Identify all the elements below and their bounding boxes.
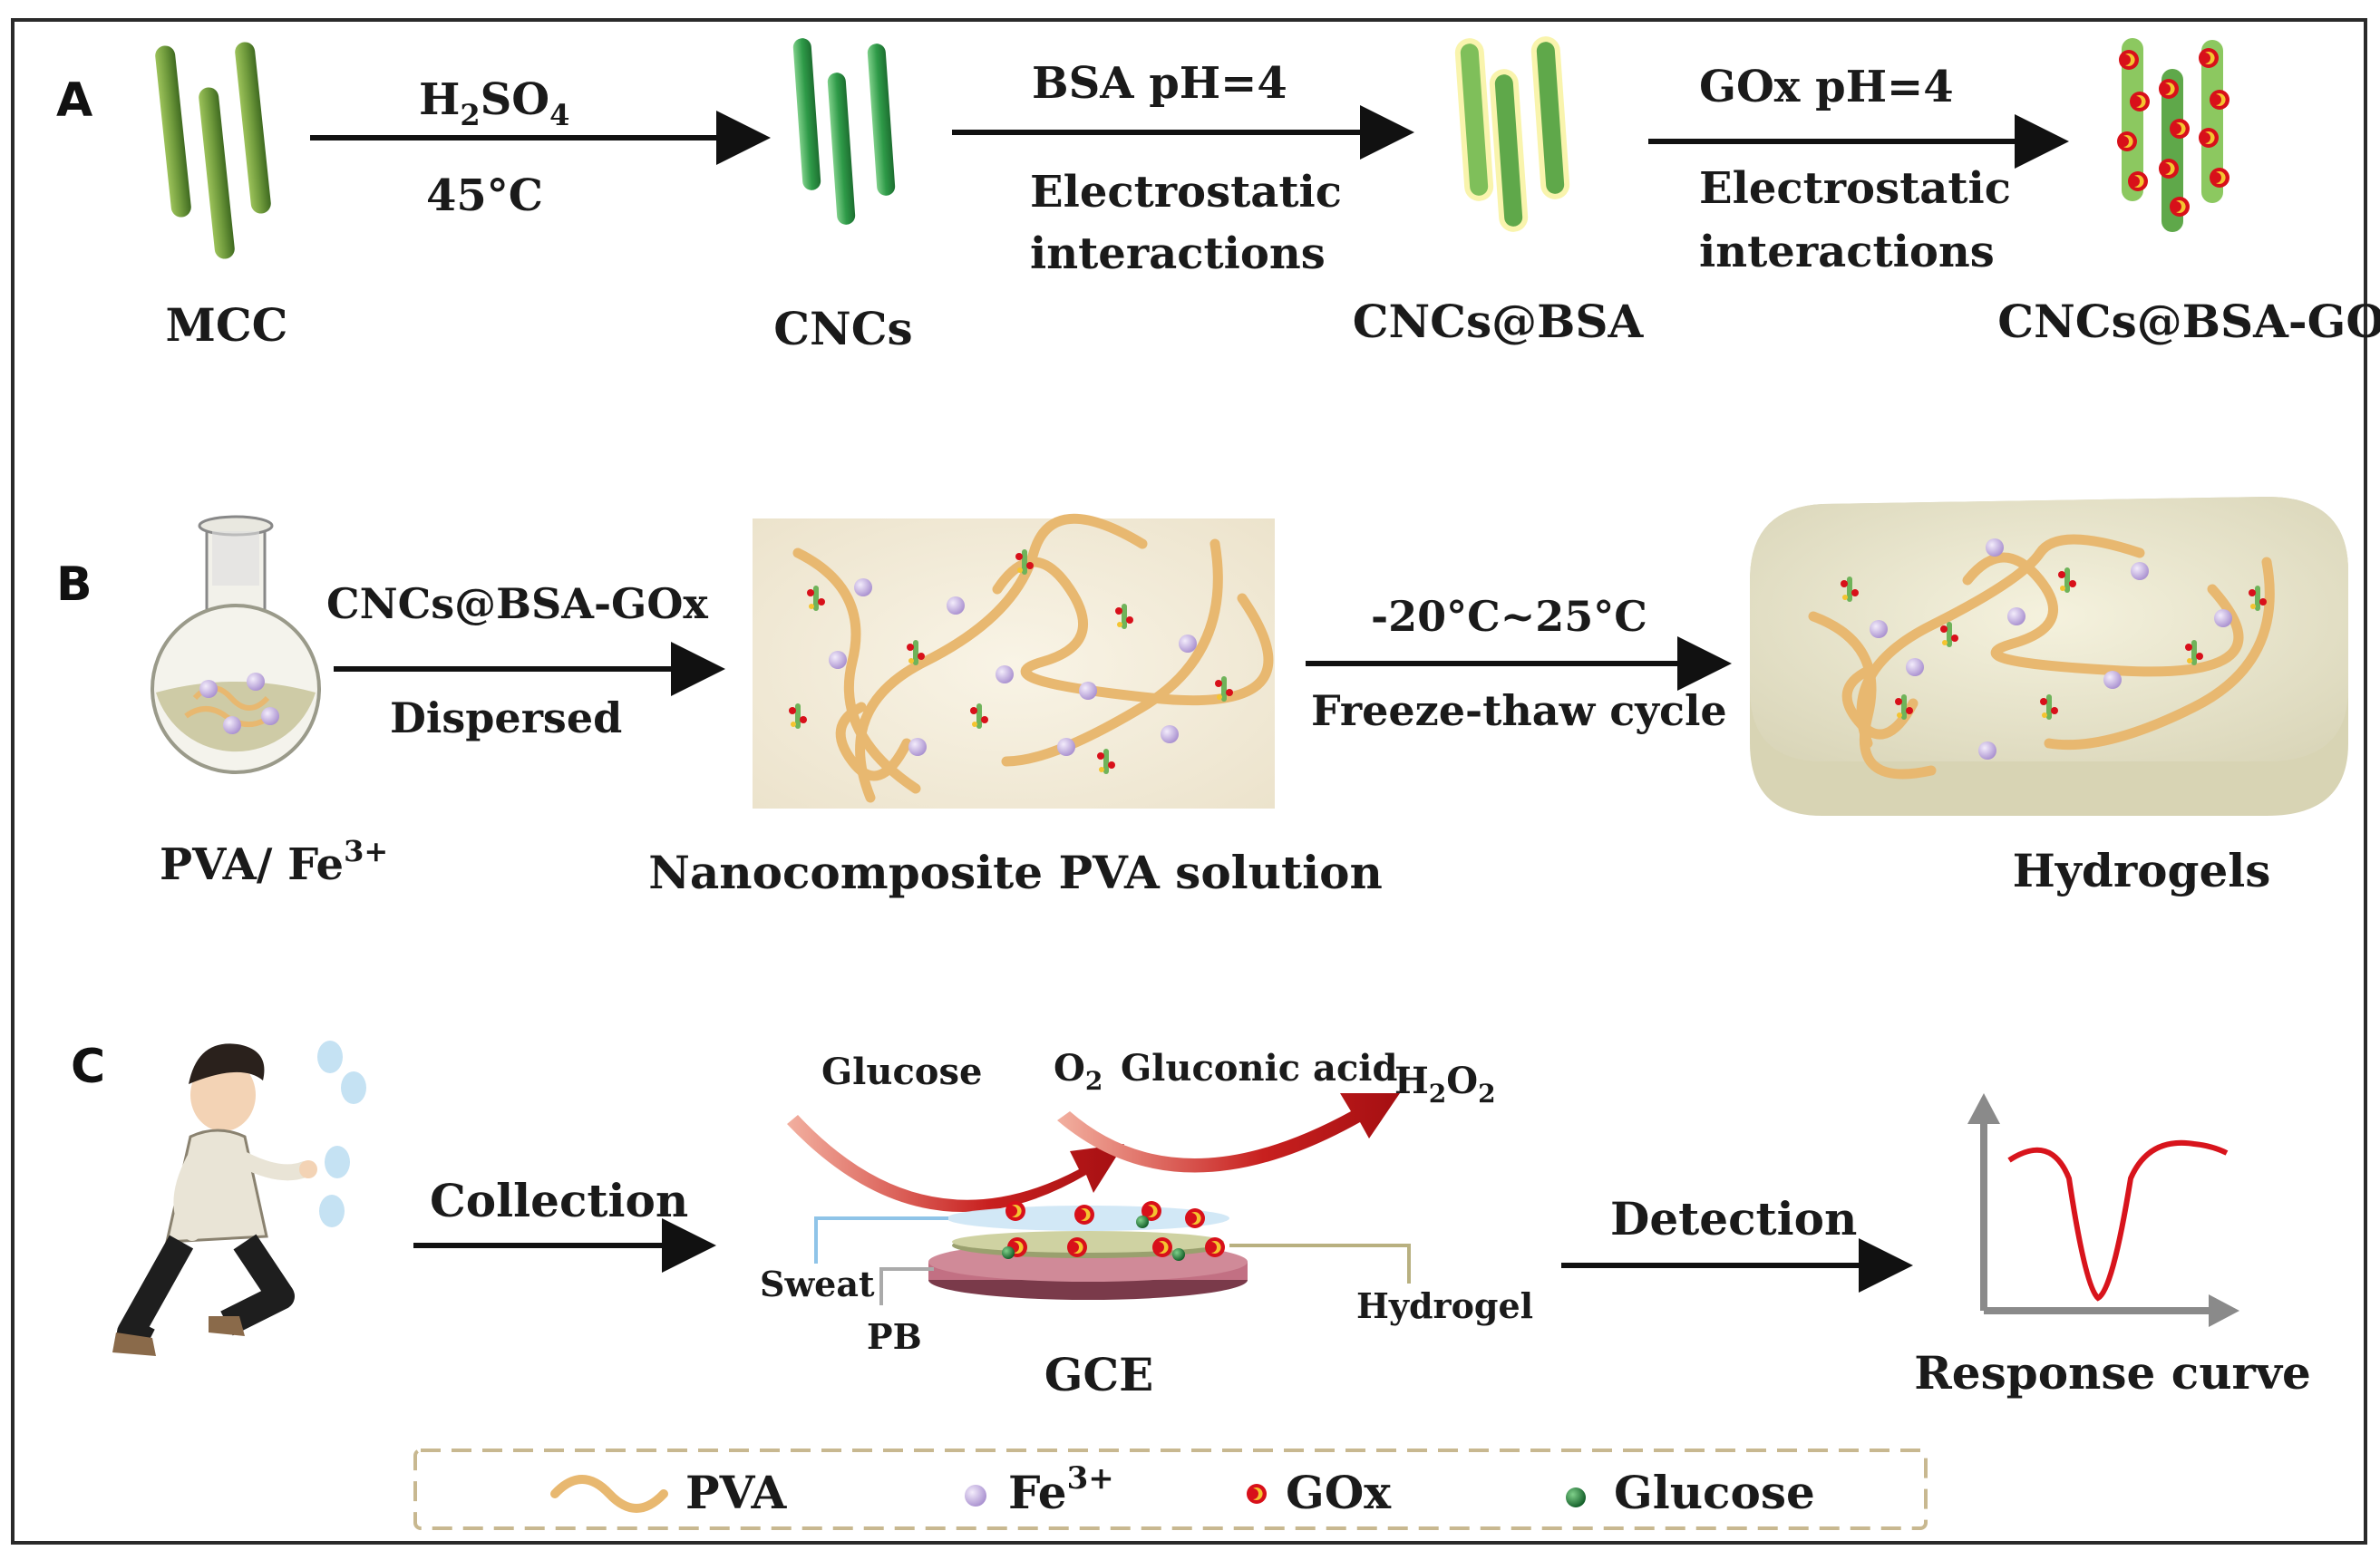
cncs-bsa-gox-label: CNCs@BSA-GOx [1997, 295, 2380, 348]
hydrogel-block [1750, 497, 2348, 816]
legend-gox-icon [1247, 1484, 1267, 1504]
collection-label: Collection [430, 1174, 688, 1227]
sweat-leader-line [814, 1216, 948, 1264]
pva-fe-label: PVA/ Fe3+ [160, 834, 388, 890]
freeze-thaw-label: Freeze-thaw cycle [1311, 686, 1727, 735]
temperature-cycle-label: -20°C~25°C [1371, 592, 1647, 641]
panel-label-c: C [71, 1040, 105, 1094]
legend-box [413, 1449, 1928, 1530]
pb-leader-line [879, 1267, 934, 1305]
h2o2-label: H2O2 [1394, 1060, 1496, 1109]
mcc-rods [155, 42, 271, 259]
cncs-bsa-label: CNCs@BSA [1353, 295, 1645, 348]
hydrogel-leader-line [1229, 1244, 1411, 1284]
legend-glucose-icon [1566, 1487, 1586, 1507]
glucose-reaction-label: Glucose [821, 1051, 982, 1093]
legend-fe-icon [965, 1485, 986, 1507]
response-curve-line [2007, 1139, 2229, 1302]
mcc-label: MCC [166, 298, 288, 352]
o2-label: O2 [1054, 1047, 1103, 1096]
nanocomposite-label: Nanocomposite PVA solution [648, 846, 1383, 899]
legend-pva-icon [550, 1475, 668, 1513]
gce-label: GCE [1044, 1348, 1154, 1401]
sweat-drops-icon [317, 1041, 366, 1227]
interactions-label-1: interactions [1030, 228, 1326, 279]
detection-label: Detection [1610, 1192, 1857, 1245]
panel-label-b: B [56, 557, 92, 612]
dispersed-label: Dispersed [390, 693, 622, 742]
panel-label-a: A [56, 73, 92, 128]
response-axes [1967, 1093, 2239, 1327]
hydrogel-layer-label: Hydrogel [1356, 1285, 1533, 1326]
o2-reaction-arrow [1057, 1093, 1400, 1173]
interactions-label-2: interactions [1699, 227, 1995, 277]
legend-pva-label: PVA [685, 1466, 788, 1519]
electrostatic-label-2: Electrostatic [1699, 163, 2011, 214]
figure-frame [11, 18, 2367, 1545]
hydrogels-label: Hydrogels [2013, 844, 2271, 897]
solution-illustration [753, 513, 1275, 809]
temp-label: 45°C [426, 170, 543, 221]
electrostatic-label-1: Electrostatic [1030, 167, 1342, 218]
legend-glucose-label: Glucose [1614, 1466, 1815, 1519]
legend-fe-label: Fe3+ [1008, 1460, 1114, 1519]
cncs-label: CNCs [773, 302, 912, 355]
gluconic-acid-label: Gluconic acid [1121, 1047, 1398, 1090]
h2so4-label: H2SO4 [419, 74, 569, 132]
gox-ph-label: GOx pH=4 [1699, 62, 1954, 112]
sweat-label: Sweat [760, 1264, 875, 1304]
glucose-reaction-arrow [787, 1115, 1124, 1212]
pb-label: PB [867, 1316, 922, 1357]
flask-icon [151, 515, 321, 774]
legend-gox-label: GOx [1286, 1466, 1392, 1519]
cncs-bsa-gox-rods [2117, 38, 2229, 232]
gce-electrode [928, 1201, 1248, 1300]
cncs-bsa-rods [1454, 36, 1570, 232]
response-curve-label: Response curve [1914, 1346, 2311, 1400]
bsa-ph-label: BSA pH=4 [1032, 58, 1287, 109]
cncs-bsa-gox-reagent-label: CNCs@BSA-GOx [326, 579, 708, 628]
cncs-rods [792, 38, 896, 225]
runner-icon [112, 1043, 317, 1356]
